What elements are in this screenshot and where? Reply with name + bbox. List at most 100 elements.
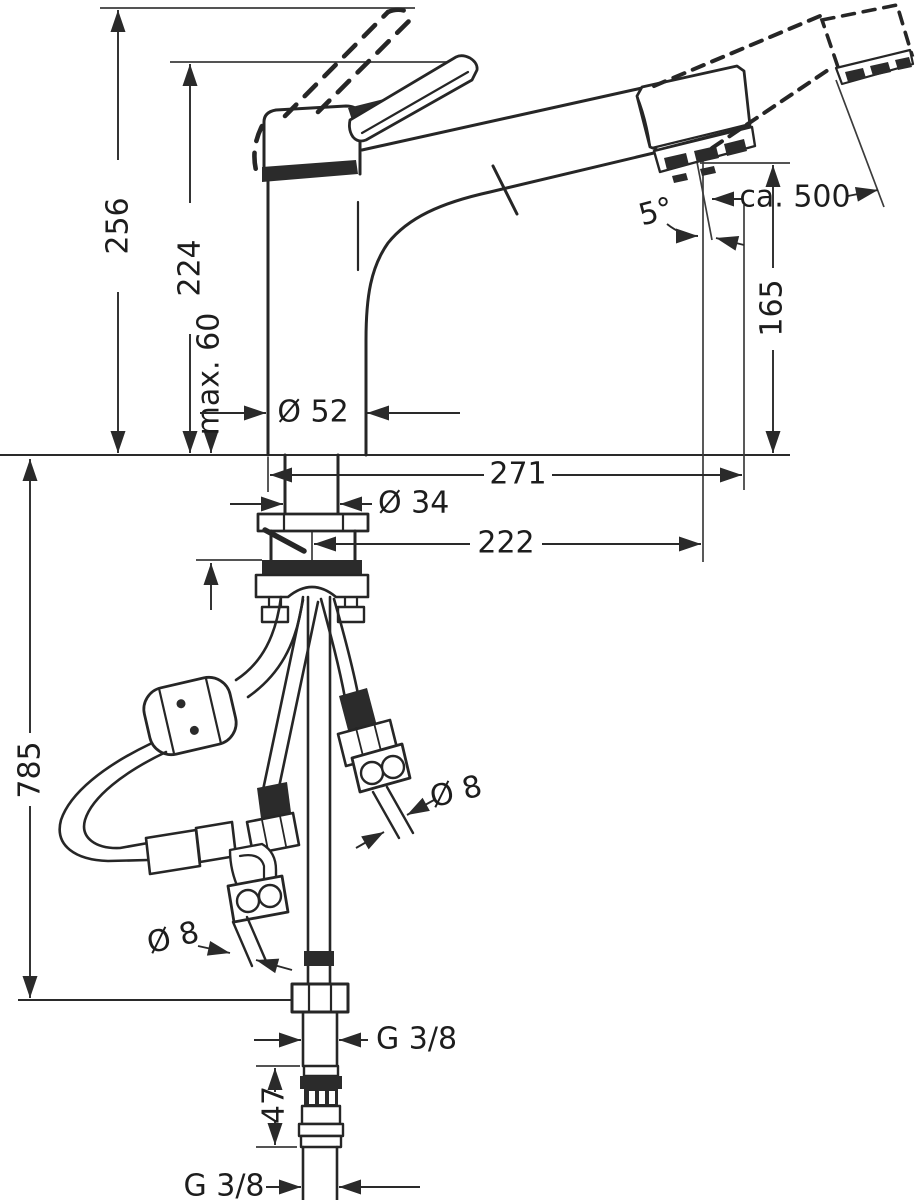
- dimension-body-diameter: Ø 52: [200, 395, 460, 430]
- dimension-lever-height: 224: [173, 64, 208, 453]
- seal-ring-right-2: [380, 754, 406, 780]
- ferrule-right: [339, 688, 377, 734]
- adapter-slot-1: [309, 1091, 315, 1104]
- raised-handle-dashed-left: [282, 9, 391, 119]
- adapter-mid-block: [300, 1104, 342, 1126]
- rod-nut-left: [260, 605, 290, 624]
- dim-max60-label: max. 60: [192, 313, 227, 436]
- pulled-nozzle-2: [870, 62, 891, 76]
- hose-tail-right: [371, 785, 415, 840]
- dim-224-label: 224: [173, 239, 208, 296]
- dim-8r-arrow-lower: [355, 831, 385, 850]
- dim-g38bot-label: G 3/8: [183, 1169, 264, 1200]
- spray-head-band-line: [650, 122, 752, 150]
- pulled-nozzle-3: [895, 57, 912, 70]
- adapter-top-plate: [302, 1064, 340, 1078]
- dimension-max-mounting-thickness: max. 60: [192, 313, 227, 610]
- seal-ring-right-1: [359, 760, 385, 786]
- pullout-trace-lower: [710, 64, 836, 150]
- dim-8l-arrow-left: [197, 940, 231, 956]
- dim-256-label: 256: [101, 197, 136, 254]
- handle-lever-inner-line: [360, 70, 470, 135]
- dim-47-label: 47: [257, 1086, 292, 1124]
- supply-hose-right: [319, 597, 360, 700]
- adapter-dark-band: [300, 1076, 342, 1089]
- dimension-hose-length: 785: [13, 459, 48, 998]
- dimension-adapter-length: 47: [256, 1065, 300, 1148]
- mounting-assembly: [254, 453, 370, 624]
- dimension-thread-upper: G 3/8: [254, 1022, 457, 1057]
- dim-785-label: 785: [13, 741, 48, 798]
- spray-head-solid: [635, 64, 757, 183]
- hose-weight: [142, 675, 238, 757]
- dim-g38top-label: G 3/8: [376, 1022, 457, 1057]
- hose-loop-inner: [82, 750, 168, 850]
- dimension-thread-lower: G 3/8: [183, 1169, 420, 1200]
- pullout-hose-outer: [234, 595, 283, 682]
- spout-upper-edge: [360, 86, 644, 152]
- dim-ca500-label: ca. 500: [739, 180, 850, 215]
- spray-head-pulled-out-dashed: [652, 2, 915, 150]
- dim-ca500-arrow-right: [847, 186, 879, 202]
- dimension-overall-height: 256: [101, 10, 136, 453]
- seal-band: [262, 560, 362, 575]
- nozzle-small-2: [700, 166, 716, 176]
- dim-34-label: Ø 34: [378, 486, 449, 521]
- dimension-overall-projection: 271: [270, 457, 742, 492]
- nozzle-2: [694, 146, 719, 163]
- rod-nut-right: [336, 605, 366, 624]
- dimension-spout-outlet-height: 165: [755, 165, 790, 453]
- pipe-above-adapter: [301, 1010, 339, 1068]
- central-pipe: [306, 595, 332, 986]
- raised-handle-dashed-right: [315, 13, 417, 115]
- pullout-trace-upper: [652, 14, 822, 88]
- elbow-inner-contour: [238, 854, 266, 886]
- hose-weight-body: [142, 675, 238, 757]
- dim-52-label: Ø 52: [277, 395, 348, 430]
- hose-end-connector-1: [144, 828, 202, 876]
- nozzle-1: [664, 153, 689, 170]
- mounting-flange: [256, 512, 370, 533]
- dim-8l-arrow-right: [255, 958, 293, 974]
- flange-ticks: [282, 512, 345, 533]
- dim-165-label: 165: [755, 279, 790, 336]
- fixing-screw: [262, 527, 307, 554]
- adapter-bottom-plate: [299, 1134, 343, 1149]
- hose-weight-screw-1: [176, 699, 186, 709]
- dim-222-label: 222: [477, 526, 534, 561]
- hose-loop-outer: [58, 742, 152, 863]
- bottom-hex-facets: [307, 982, 333, 1014]
- dim-271-label: 271: [489, 457, 546, 492]
- seal-ring-left-1: [235, 888, 261, 914]
- supply-hose-middle: [261, 598, 320, 794]
- five-degree-axis-line: [696, 161, 713, 241]
- raised-handle-dashed-cap: [385, 7, 417, 19]
- dimension-pullout-range: ca. 500: [712, 180, 879, 215]
- adapter-flange: [297, 1122, 345, 1138]
- pipe-below-adapter: [301, 1145, 339, 1200]
- seal-ring-left-2: [257, 883, 283, 909]
- bottom-hex-nut: [290, 982, 350, 1014]
- nozzle-small-1: [672, 173, 688, 183]
- hose-weight-caps: [158, 677, 222, 754]
- adapter-slot-2: [319, 1091, 325, 1104]
- hose-tail-left: [231, 915, 268, 968]
- spout-joint-line: [491, 164, 519, 216]
- dimension-shank-diameter: Ø 34: [230, 486, 449, 521]
- nozzle-3: [724, 139, 747, 156]
- mounting-bracket: [254, 573, 370, 599]
- hose-assembly: [58, 595, 415, 1200]
- faucet-body: [252, 7, 660, 457]
- handle-lever: [348, 54, 479, 143]
- shank-pipe: [283, 453, 340, 516]
- adapter-slot-3: [329, 1091, 335, 1104]
- dimension-spout-projection: 222: [314, 526, 701, 561]
- reference-lines: [0, 7, 885, 1001]
- central-pipe-band: [304, 951, 334, 966]
- pulled-head-axis-extension: [835, 79, 885, 208]
- pulled-nozzle-1: [845, 68, 866, 82]
- handle-swing-dashed-arc: [252, 123, 265, 177]
- hex-middle-facets: [261, 815, 287, 851]
